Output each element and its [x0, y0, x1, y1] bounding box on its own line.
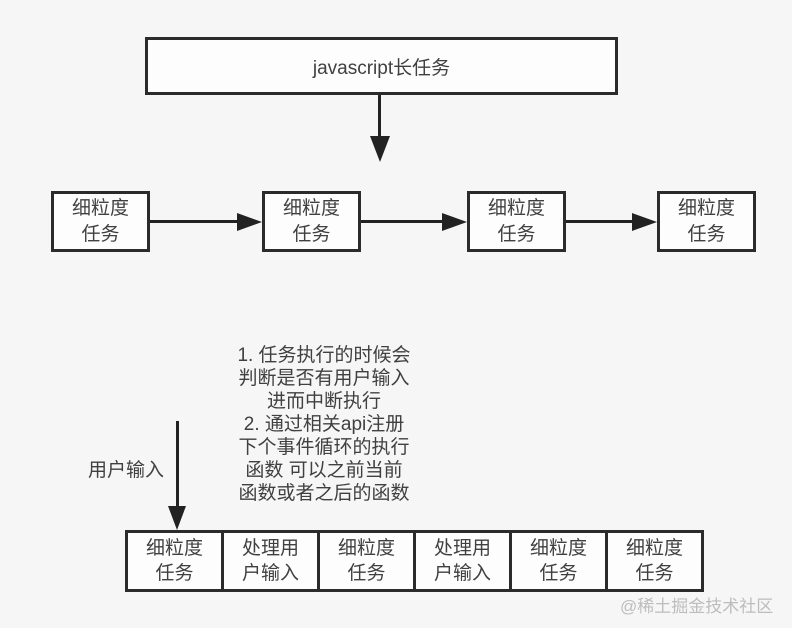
down-arrow-head-icon [370, 136, 390, 162]
right-arrow-head-icon [632, 213, 657, 231]
fine-grained-task-box-1: 细粒度 任务 [51, 191, 150, 252]
note-line: 1. 任务执行的时候会 [237, 345, 411, 366]
right-arrow-head-icon [237, 213, 262, 231]
right-arrow-shaft [150, 220, 238, 223]
long-task-box: javascript长任务 [145, 37, 618, 95]
watermark-text: @稀土掘金技术社区 [620, 597, 774, 616]
timeline-cell-4: 处理用 户输入 [413, 530, 512, 592]
notes-text: 1. 任务执行的时候会 判断是否有用户输入 进而中断执行 2. 通过相关api注… [188, 344, 460, 505]
note-line: 2. 通过相关api注册 [243, 414, 405, 435]
note-line: 下个事件循环的执行 [238, 437, 410, 458]
right-arrow-shaft [566, 220, 633, 223]
note-line: 进而中断执行 [266, 391, 381, 412]
down-arrow-shaft [378, 95, 381, 136]
user-input-label: 用户输入 [88, 460, 165, 481]
timeline-cell-2: 处理用 户输入 [221, 530, 320, 592]
right-arrow-head-icon [442, 213, 467, 231]
fine-grained-task-box-2: 细粒度 任务 [262, 191, 361, 252]
note-line: 函数或者之后的函数 [238, 483, 410, 504]
timeline-cell-3: 细粒度 任务 [317, 530, 416, 592]
fine-grained-task-box-3: 细粒度 任务 [467, 191, 566, 252]
timeline-cell-6: 细粒度 任务 [605, 530, 704, 592]
timeline-cell-5: 细粒度 任务 [509, 530, 608, 592]
note-line: 函数 可以之前当前 [245, 460, 403, 481]
down-arrow-head-icon [168, 506, 186, 530]
timeline-cell-1: 细粒度 任务 [125, 530, 224, 592]
right-arrow-shaft [361, 220, 443, 223]
down-arrow-shaft [176, 421, 179, 508]
fine-grained-task-box-4: 细粒度 任务 [657, 191, 756, 252]
note-line: 判断是否有用户输入 [238, 368, 410, 389]
